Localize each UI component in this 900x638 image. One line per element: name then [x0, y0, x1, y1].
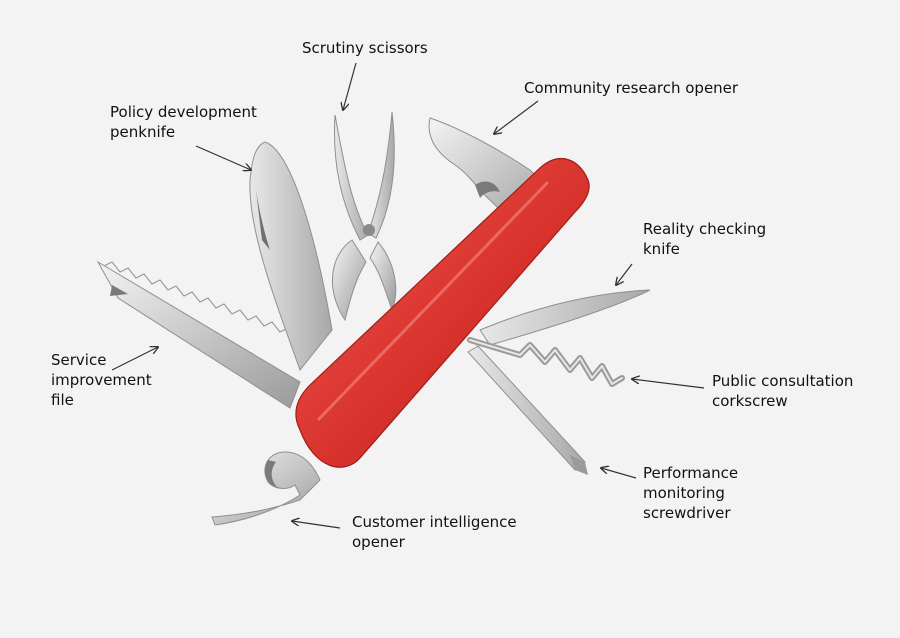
label-community-research-opener: Community research opener [524, 78, 738, 98]
label-line: Service [51, 351, 107, 369]
file-tool [96, 260, 301, 409]
label-reality-checking-knife: Reality checking knife [643, 219, 766, 259]
label-service-improvement-file: Service improvement file [51, 350, 152, 410]
label-line: monitoring [643, 484, 725, 502]
arrow-service-improvement-file [111, 347, 158, 371]
screwdriver-tool [467, 345, 588, 475]
label-line: Reality checking [643, 220, 767, 238]
label-line: Community research opener [524, 79, 739, 97]
label-performance-monitoring-screwdriver: Performance monitoring screwdriver [643, 463, 738, 523]
label-line: file [51, 391, 74, 409]
label-line: improvement [51, 371, 152, 389]
arrow-community-research-opener [494, 100, 539, 134]
arrow-reality-checking-knife [616, 263, 633, 285]
label-line: penknife [110, 123, 176, 141]
label-line: Scrutiny scissors [302, 39, 428, 57]
label-policy-development-penknife: Policy development penknife [110, 102, 257, 142]
customer-opener-tool [211, 451, 321, 526]
label-line: Customer intelligence [352, 513, 517, 531]
label-arrows [111, 62, 705, 529]
label-line: Public consultation [712, 372, 854, 390]
label-line: knife [643, 240, 680, 258]
red-handle [295, 158, 590, 468]
arrow-public-consultation-corkscrew [632, 379, 705, 389]
arrow-policy-development-penknife [195, 145, 251, 170]
label-customer-intelligence-opener: Customer intelligence opener [352, 512, 517, 552]
corkscrew-tool [467, 337, 625, 387]
label-line: Performance [643, 464, 739, 482]
reality-knife-blade [479, 289, 651, 346]
label-line: screwdriver [643, 504, 731, 522]
label-line: Policy development [110, 103, 257, 121]
label-public-consultation-corkscrew: Public consultation corkscrew [712, 371, 853, 411]
label-scrutiny-scissors: Scrutiny scissors [302, 38, 428, 58]
scissors-tool [331, 111, 397, 322]
label-line: opener [352, 533, 405, 551]
arrow-scrutiny-scissors [343, 62, 357, 110]
label-line: corkscrew [712, 392, 788, 410]
penknife-blade [249, 141, 333, 372]
arrow-customer-intelligence-opener [292, 521, 341, 529]
arrow-performance-monitoring-screwdriver [601, 468, 637, 479]
